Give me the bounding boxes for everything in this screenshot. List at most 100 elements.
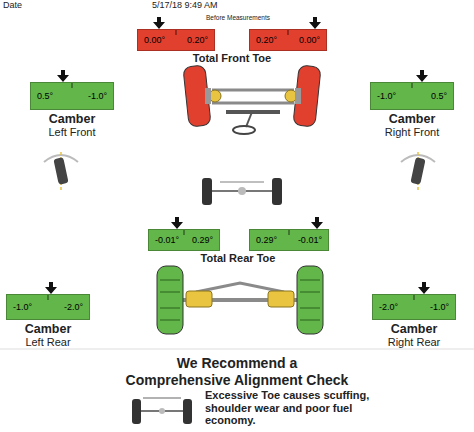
gauge-value: -1.0° [13,302,32,312]
hub [295,88,301,104]
camber-heading: Camber [49,112,96,126]
wheel-position: Right Front [385,126,439,139]
wheel-position: Left Rear [25,336,70,349]
pointer-head [57,70,69,82]
toe-gauge: 0.00°0.20° [137,17,215,51]
gauge-value: 0.29° [256,235,277,245]
car-front-view [202,178,282,205]
gauge-tick [47,295,49,300]
toe-gauge: 0.20° 0.00° [249,17,327,51]
lower-arm [212,102,294,105]
gauge-tick [411,83,413,88]
rear-left-tire [157,266,183,334]
front-axle [183,65,321,134]
wheel [183,399,192,424]
gauge-value: -1.0° [377,91,396,101]
gauge-value: 0.20° [187,35,208,45]
gauge-value: 0.00° [299,35,320,45]
tilted-wheel [53,157,68,185]
gauge-tick [287,30,289,35]
gauge-bar: -2.0° -1.0° [372,294,456,320]
gauge-bar: -1.0° 0.5° [370,82,454,110]
pointer-arrow [45,282,57,294]
gauge-value: 0.5° [37,91,53,101]
gauge-tick [175,30,177,35]
gauge-value: 0.5° [431,91,447,101]
gauge-bar: 0.00°0.20° [137,29,215,51]
knuckle [268,291,294,307]
timestamp: 5/17/18 9:49 AM [152,0,218,10]
pointer-head [45,282,57,294]
note: Excessive Toe causes scuffing, shoulder … [205,389,377,427]
rear-right-tire [297,266,323,334]
front-left-tire [183,65,211,127]
camber-gauge: -2.0°-1.0°CamberRight Rear [372,282,456,349]
gauge-value: 0.29° [192,235,213,245]
differential [159,408,165,414]
differential [238,187,246,195]
gauge-value: -0.01° [298,235,322,245]
pointer-arrow [416,70,428,82]
camber-gauge: -1.0° -2.0° CamberLeft Rear [6,282,90,349]
gauge-bar: 0.20° 0.00° [249,29,327,51]
gauge-bar: 0.29° -0.01° [249,229,329,251]
camber-icon-left [44,152,78,190]
camber-heading: Camber [25,322,72,336]
camber-heading: Camber [389,112,436,126]
gauge-tick [71,83,73,88]
rear-axle [157,266,323,334]
gauge-value: -0.01° [155,235,179,245]
camber-gauge: -1.0° 0.5° CamberRight Front [370,70,454,139]
gauge-value: -2.0° [379,302,398,312]
gauge-bar: -1.0° -2.0° [6,294,90,320]
date-caption: Date [3,0,22,10]
report-heading: Before Measurements [206,14,270,21]
gauge-line [220,181,264,183]
gauge-bar: 0.5° -1.0° [30,82,114,110]
toe-measure [143,397,181,399]
upper-arm [212,89,294,92]
pointer-head [153,17,165,29]
wheel-position: Left Front [48,126,95,139]
wheel [132,399,141,424]
tilted-wheel [410,157,425,185]
toe-gauge: -0.01° 0.29° [148,217,220,251]
pointer-arrow [57,70,69,82]
axle-title: Total Rear Toe [201,252,276,265]
pointer-arrow [153,17,165,29]
hub [205,88,211,104]
recommendation: We Recommend a [177,355,297,371]
divider [0,349,474,350]
pointer-head [309,17,321,29]
gauge-bar: -0.01° 0.29° [148,229,220,251]
steering-column [246,112,252,127]
pointer-head [418,282,430,294]
pointer-arrow [309,17,321,29]
recommendation: Comprehensive Alignment Check [126,372,349,388]
gauge-tick [288,230,290,235]
wheel [272,178,282,205]
steering-rack [226,110,280,114]
toe-gauge: 0.29° -0.01° [249,217,329,251]
gauge-value: -2.0° [64,302,83,312]
gauge-tick [413,295,415,300]
camber-heading: Camber [391,322,438,336]
gauge-value: -1.0° [88,91,107,101]
front-right-tire [293,65,321,127]
gauge-value: -1.0° [430,302,449,312]
axle-title: Total Front Toe [193,52,271,65]
pointer-head [311,217,323,229]
tread [160,280,320,320]
pointer-arrow [418,282,430,294]
pointer-arrow [171,217,183,229]
gauge-tick [183,230,185,235]
camber-gauge: 0.5° -1.0° CamberLeft Front [30,70,114,139]
wheel [202,178,212,205]
pointer-arrow [311,217,323,229]
toe-icon [132,398,192,424]
camber-icon-right [401,152,435,190]
gauge-value: 0.20° [256,35,277,45]
steering-wheel [233,126,255,134]
pointer-head [171,217,183,229]
knuckle [186,291,212,307]
